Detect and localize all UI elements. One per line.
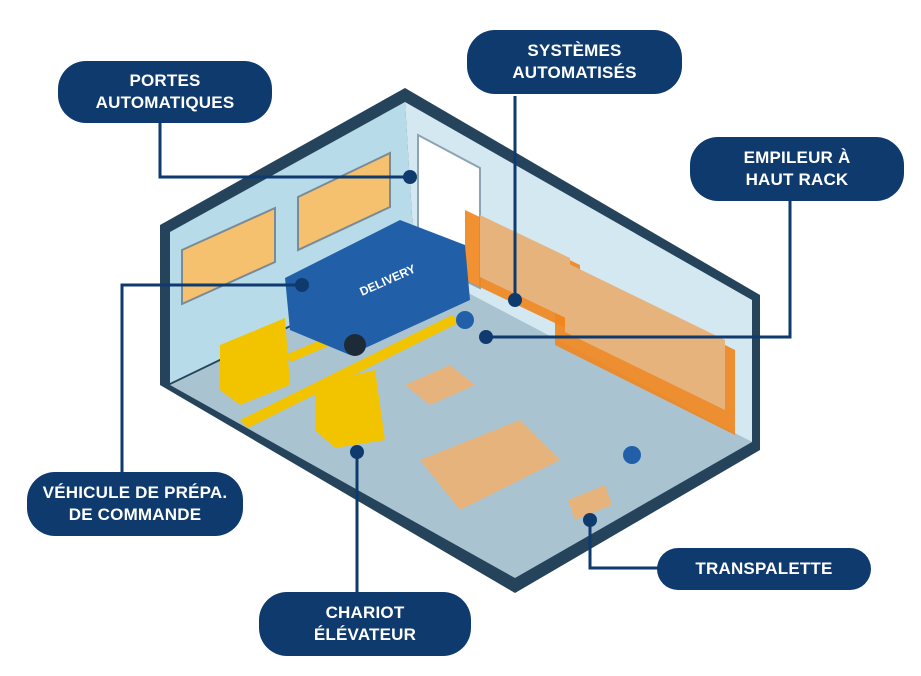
label-systemes-line2: AUTOMATISÉS — [512, 63, 637, 82]
label-systemes-automatises: SYSTÈMES AUTOMATISÉS — [467, 30, 682, 94]
connector-vehicule — [120, 283, 302, 478]
label-chariot-line2: ÉLÉVATEUR — [313, 625, 417, 644]
label-vehicule-prepa-commande: VÉHICULE DE PRÉPA. DE COMMANDE — [27, 472, 243, 536]
label-vehicule-line1: VÉHICULE DE PRÉPA. — [42, 483, 228, 502]
connector-dot-chariot — [350, 445, 364, 459]
label-chariot-line1: CHARIOT — [325, 603, 405, 622]
label-transpalette: TRANSPALETTE — [657, 548, 871, 590]
connector-dot-empileur — [479, 330, 493, 344]
connector-transpalette — [588, 520, 660, 570]
box-stack-center — [420, 420, 560, 510]
box-stack-small — [405, 365, 475, 405]
hazard-stripe-front — [240, 315, 460, 428]
connector-dot-portes — [403, 170, 417, 184]
label-transpalette-line1: TRANSPALETTE — [695, 559, 833, 578]
connector-portes — [158, 118, 410, 179]
label-empileur-haut-rack: EMPILEUR À HAUT RACK — [690, 137, 904, 201]
label-empileur-line1: EMPILEUR À — [743, 148, 851, 167]
label-portes-automatiques: PORTES AUTOMATIQUES — [58, 61, 272, 123]
truck-wheel — [344, 334, 366, 356]
label-systemes-line1: SYSTÈMES — [527, 41, 622, 60]
label-portes-line2: AUTOMATIQUES — [95, 93, 235, 112]
connector-dot-vehicule — [295, 278, 309, 292]
connector-empileur — [486, 200, 792, 339]
delivery-truck — [285, 220, 470, 355]
connector-dot-systemes — [508, 293, 522, 307]
worker-stacker — [456, 311, 474, 329]
forklift — [315, 370, 385, 448]
label-empileur-line2: HAUT RACK — [745, 170, 849, 189]
pallet-jack-load — [568, 485, 612, 520]
label-vehicule-line2: DE COMMANDE — [68, 505, 202, 524]
connector-dot-transpalette — [583, 513, 597, 527]
rack-boxes — [480, 215, 570, 320]
order-picker-vehicle — [220, 318, 290, 405]
label-chariot-elevateur: CHARIOT ÉLÉVATEUR — [259, 592, 471, 656]
label-portes-line1: PORTES — [129, 71, 201, 90]
worker-pallet-jack — [623, 446, 641, 464]
